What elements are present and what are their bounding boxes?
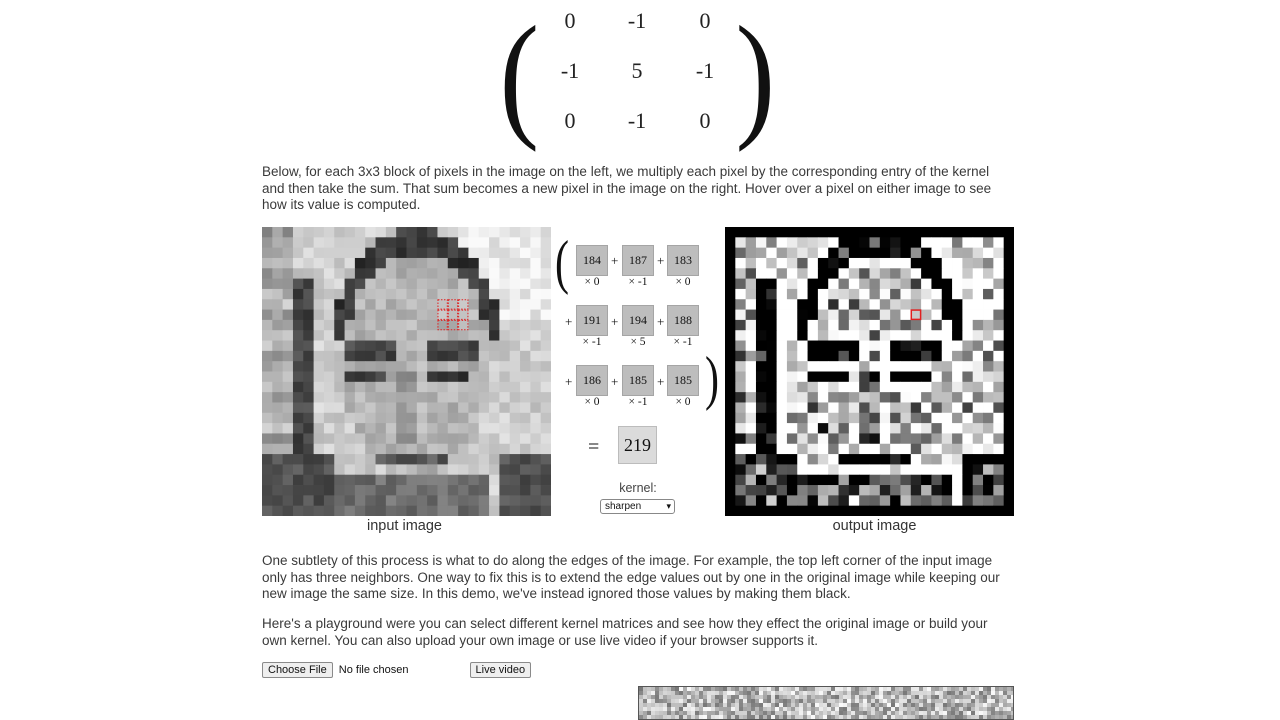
- weight-label: × -1: [582, 336, 602, 348]
- plus-sign: +: [565, 374, 573, 389]
- weight-label: × -1: [628, 396, 648, 408]
- kernel-cell: -1: [560, 58, 580, 83]
- plus-sign: +: [657, 314, 665, 329]
- edges-paragraph: One subtlety of this process is what to …: [262, 553, 1000, 601]
- choose-file-button[interactable]: Choose File: [262, 662, 333, 678]
- pixel-box: 187: [622, 245, 654, 276]
- intro-paragraph: Below, for each 3x3 block of pixels in t…: [262, 164, 992, 212]
- output-highlight-cell: [910, 309, 922, 321]
- kernel-cell: 0: [564, 8, 576, 33]
- calc-left-paren: (: [554, 229, 569, 295]
- kernel-select-value: sharpen: [605, 501, 642, 512]
- weight-label: × -1: [628, 276, 648, 288]
- pixel-box: 183: [667, 245, 699, 276]
- input-caption: input image: [367, 518, 442, 534]
- kernel-cell: 0: [699, 8, 711, 33]
- left-paren: (: [499, 0, 540, 153]
- pixel-box: 184: [576, 245, 608, 276]
- kernel-label: kernel:: [619, 481, 657, 495]
- plus-sign: +: [611, 253, 619, 268]
- pixel-box: 185: [622, 365, 654, 396]
- chevron-down-icon: ▾: [666, 501, 671, 511]
- weight-label: × 5: [630, 336, 646, 348]
- input-image[interactable]: [262, 227, 551, 516]
- weight-label: × -1: [673, 336, 693, 348]
- live-video-button[interactable]: Live video: [469, 662, 532, 678]
- plus-sign: +: [657, 253, 665, 268]
- plus-sign: +: [657, 374, 665, 389]
- weight-label: × 0: [675, 396, 691, 408]
- right-paren: ): [735, 0, 776, 153]
- playground-paragraph: Here's a playground were you can select …: [262, 616, 988, 648]
- no-file-label: No file chosen: [338, 664, 409, 676]
- weight-label: × 0: [584, 276, 600, 288]
- output-caption: output image: [832, 518, 917, 534]
- playground-image: [638, 686, 1014, 720]
- pixel-box: 194: [622, 305, 654, 336]
- pixel-box: 185: [667, 365, 699, 396]
- plus-sign: +: [611, 314, 619, 329]
- plus-sign: +: [611, 374, 619, 389]
- file-controls: Choose File No file chosen Live video: [262, 662, 532, 678]
- weight-label: × 0: [584, 396, 600, 408]
- pixel-box: 188: [667, 305, 699, 336]
- result-box: 219: [618, 426, 657, 464]
- kernel-cell: 5: [631, 58, 643, 83]
- kernel-cell: -1: [627, 108, 647, 133]
- pixel-box: 186: [576, 365, 608, 396]
- kernel-matrix: ( ) 0 -1 0 -1 5 -1 0 -1 0: [490, 0, 790, 146]
- equals-sign: =: [588, 436, 600, 458]
- kernel-cell: 0: [564, 108, 576, 133]
- plus-sign: +: [565, 314, 573, 329]
- output-image[interactable]: [725, 227, 1014, 516]
- calculation-panel: ( ) 184 + 187 + 183 × 0 × -1 × 0 + 191 +…: [552, 228, 724, 518]
- calc-right-paren: ): [704, 345, 719, 411]
- pixel-box: 191: [576, 305, 608, 336]
- kernel-select[interactable]: sharpen ▾: [600, 499, 675, 514]
- kernel-cell: -1: [695, 58, 715, 83]
- weight-label: × 0: [675, 276, 691, 288]
- kernel-cell: 0: [699, 108, 711, 133]
- kernel-cell: -1: [627, 8, 647, 33]
